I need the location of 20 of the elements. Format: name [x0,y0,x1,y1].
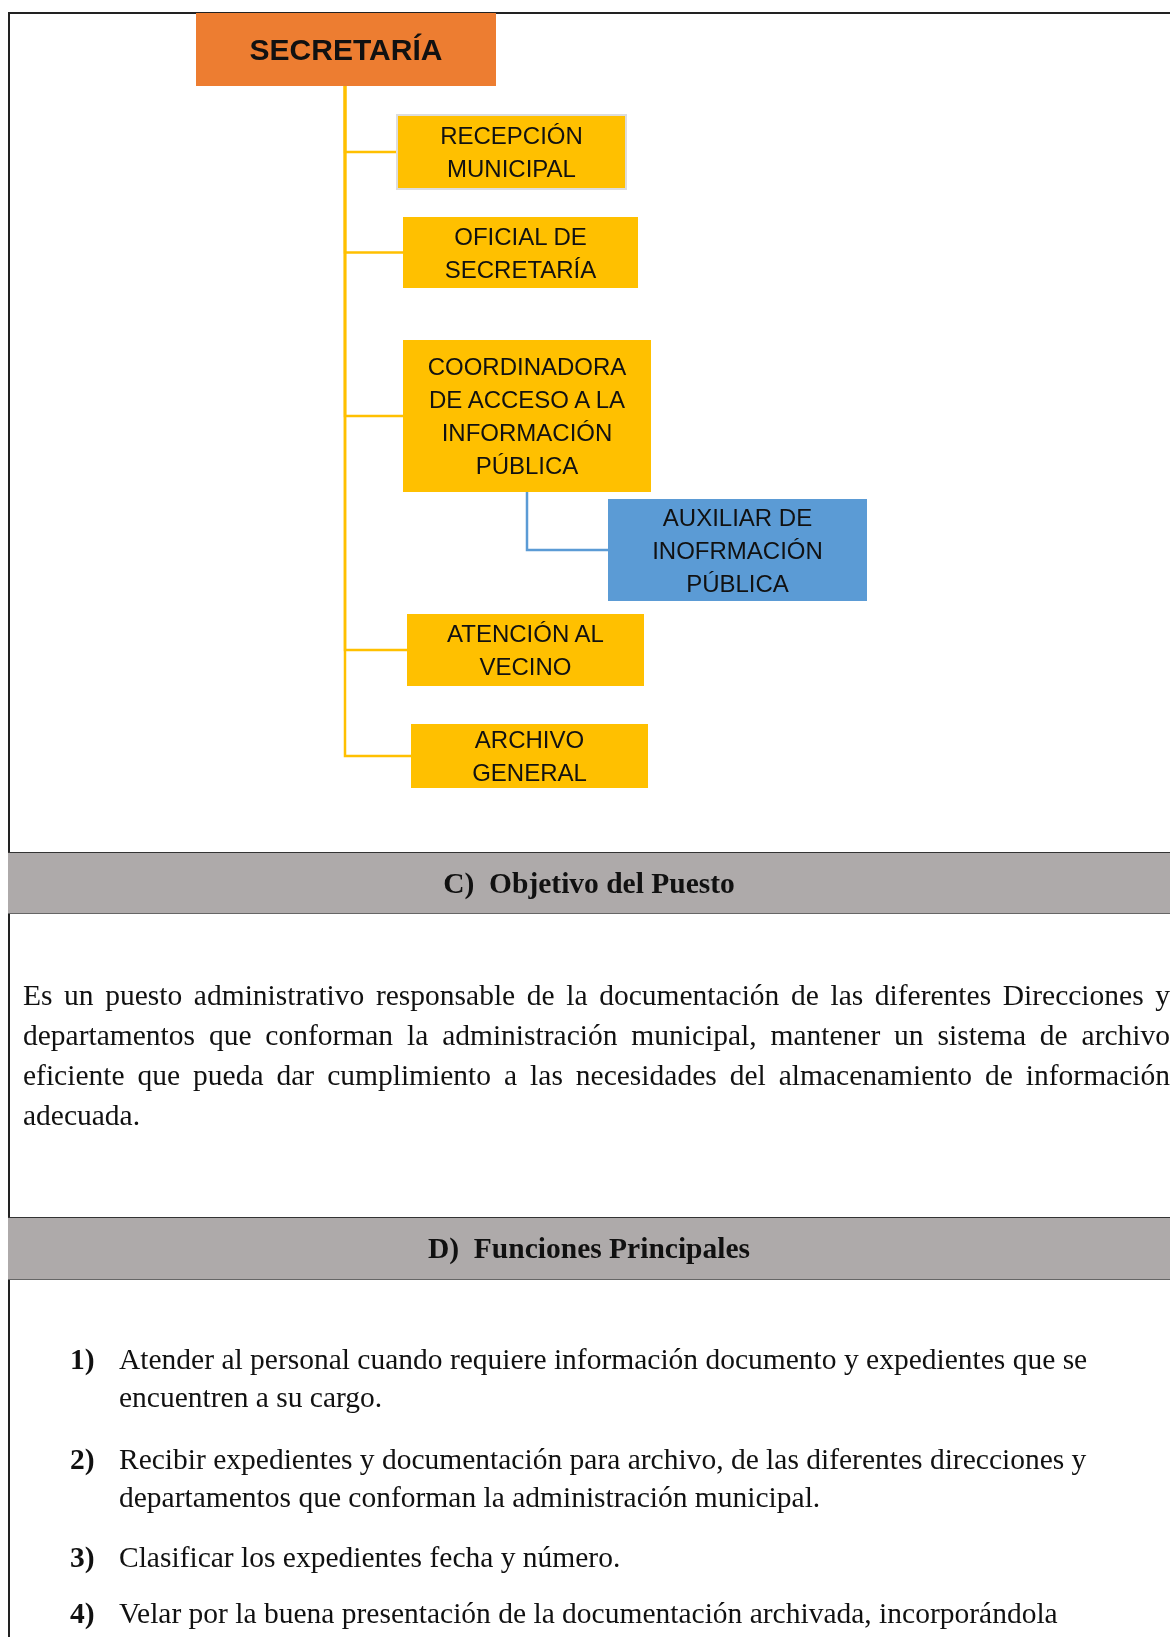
list-number: 2) [70,1442,96,1477]
position-box: OFICIAL DE SECRETARÍA [403,217,638,288]
list-number: 3) [70,1540,96,1575]
connector-line [525,492,608,552]
connector-line [343,86,411,758]
position-box: COORDINADORA DE ACCESO A LA INFORMACIÓN PÚBLICA [403,340,651,492]
list-item: Recibir expedientes y documentación para archivo, de las diferentes direcciones y departamentos que conforman la administración municipal. [119,1442,1088,1515]
position-box: AUXILIAR DE INOFRMACIÓN PÚBLICA [608,499,867,601]
section-heading: D) Funciones Principales [427,1232,750,1265]
section-heading: C) Objetivo del Puesto [443,866,735,900]
list-item: Velar por la buena presentación de la documentación archivada, incorporándola [119,1596,1059,1631]
position-box: RECEPCIÓN MUNICIPAL [396,114,627,190]
list-item: Clasificar los expedientes fecha y número. [119,1540,622,1575]
list-number: 4) [70,1596,96,1631]
paragraph: Es un puesto administrativo responsable de la documentación de las diferentes Direcciones y departamentos que conforman la administración municipal, mantener un sistema de archivo eficiente que pueda dar cumplimiento a las necesidades del almacenamiento de información adecuada. [23,978,1170,1133]
list-item: Atender al personal cuando requiere información documento y expedientes que se encuentren a su cargo. [119,1342,1089,1415]
position-box: ARCHIVO GENERAL [411,724,648,788]
department-box: SECRETARÍA [196,13,496,86]
position-box: ATENCIÓN AL VECINO [407,614,644,686]
list-number: 1) [70,1342,96,1377]
